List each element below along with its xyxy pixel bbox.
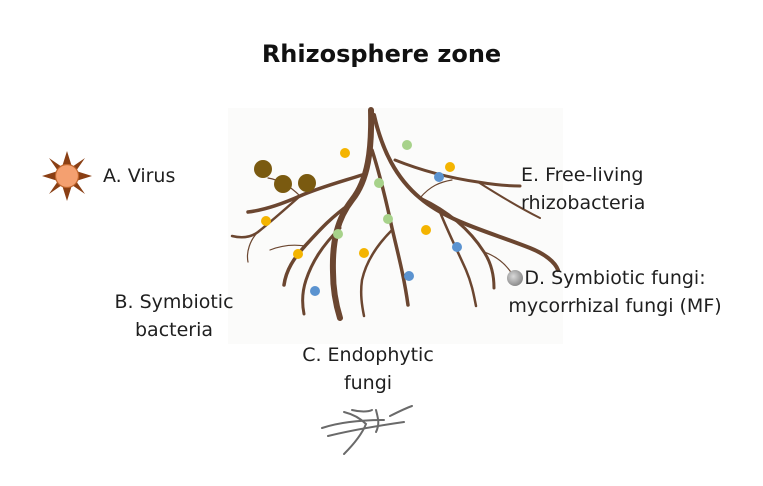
- label-line: D. Symbiotic fungi:: [524, 267, 706, 289]
- endophytic-fungi-dots: [333, 140, 412, 239]
- rhizobacterium-dot: [421, 225, 431, 235]
- root-center-branch: [359, 228, 394, 318]
- label-line: fungi: [343, 372, 393, 394]
- free-living-rhizobacteria: [261, 148, 455, 259]
- label-symbiotic-bacteria: B. Symbiotic bacteria: [106, 288, 242, 344]
- root-zone-background: [228, 108, 563, 344]
- label-virus: A. Virus: [103, 162, 175, 190]
- rhizobacterium-dot: [293, 249, 303, 259]
- endophytic-dot: [402, 140, 412, 150]
- root-fine-hair-2: [246, 231, 259, 263]
- mycorrhizal-dot: [452, 242, 462, 252]
- label-symbiotic-fungi: D. Symbiotic fungi: mycorrhizal fungi (M…: [495, 264, 735, 320]
- root-fine-hair-4: [419, 179, 453, 199]
- label-line: E. Free-living: [521, 164, 644, 186]
- virus-icon: [42, 151, 92, 201]
- rhizobacterium-dot: [359, 248, 369, 258]
- symbiotic-bacterium: [274, 175, 292, 193]
- mycorrhizal-dot: [434, 172, 444, 182]
- root-right-far: [477, 181, 541, 219]
- spore-icon: [507, 270, 523, 286]
- root-main-right: [372, 113, 560, 272]
- endophytic-dot: [374, 178, 384, 188]
- label-line: rhizobacteria: [521, 192, 646, 214]
- label-virus-text: A. Virus: [103, 165, 176, 187]
- mycorrhizal-dot: [404, 271, 414, 281]
- label-line: bacteria: [134, 319, 214, 341]
- diagram-title: Rhizosphere zone: [261, 40, 502, 68]
- symbiotic-bacteria-cluster: [254, 160, 316, 193]
- symbiotic-bacterium: [298, 174, 316, 192]
- root-center: [370, 148, 410, 307]
- root-main: [329, 107, 375, 321]
- label-line: C. Endophytic: [302, 344, 434, 366]
- root-right-lower: [438, 210, 478, 308]
- fungal-hyphae-icon: [321, 405, 413, 455]
- rhizobacterium-dot: [340, 148, 350, 158]
- mycorrhizal-fungi-dots: [310, 172, 462, 296]
- endophytic-dot: [383, 214, 393, 224]
- rhizobacterium-dot: [445, 162, 455, 172]
- label-endophytic-fungi: C. Endophytic fungi: [287, 341, 449, 397]
- label-line: mycorrhizal fungi (MF): [508, 295, 722, 317]
- root-system: [230, 107, 560, 321]
- root-fine-hair-5: [269, 244, 306, 251]
- rhizobacterium-dot: [261, 216, 271, 226]
- root-left-lower: [301, 226, 342, 316]
- label-line: B. Symbiotic: [114, 291, 234, 313]
- label-free-living-rhizobacteria: E. Free-living rhizobacteria: [521, 161, 645, 217]
- symbiotic-bacterium: [254, 160, 272, 178]
- mycorrhizal-dot: [310, 286, 320, 296]
- endophytic-dot: [333, 229, 343, 239]
